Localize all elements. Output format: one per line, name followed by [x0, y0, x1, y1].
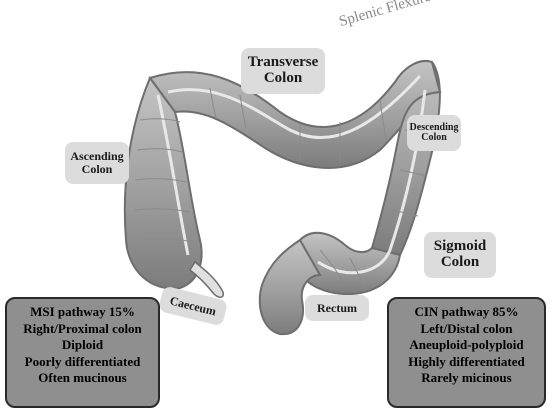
sigmoid-colon-label: Sigmoid Colon — [424, 232, 496, 278]
caecum-appendix-shape — [188, 260, 225, 298]
taenia-line-1 — [156, 94, 190, 256]
cin-pathway-box: CIN pathway 85% Left/Distal colon Aneupl… — [387, 297, 546, 408]
rectum-shape — [258, 238, 322, 336]
ascending-colon-label: Ascending Colon — [65, 142, 129, 184]
cin-line-2: Left/Distal colon — [420, 320, 513, 336]
msi-line-3: Diploid — [61, 337, 104, 352]
msi-line-1: MSI pathway 15% — [30, 304, 135, 319]
ascending-colon-label-line2: Colon — [81, 162, 113, 176]
cin-line-3: Aneuploid-polyploid — [409, 337, 524, 352]
sigmoid-colon-label-line1: Sigmoid — [433, 238, 487, 255]
descending-colon-label-line2: Colon — [421, 132, 447, 143]
taenia-line-2 — [167, 74, 422, 140]
sigmoid-colon-label-line2: Colon — [440, 254, 480, 270]
ascending-colon-label-line1: Ascending — [70, 149, 124, 164]
msi-line-4: Poorly differentiated — [24, 353, 141, 369]
transverse-colon-label: Transverse Colon — [241, 48, 325, 94]
msi-line-2: Right/Proximal colon — [23, 320, 142, 336]
cin-line-4: Highly differentiated — [408, 353, 525, 369]
rectum-label-text: Rectum — [317, 300, 357, 315]
cin-line-5: Rarely micinous — [421, 370, 512, 385]
descending-colon-label-line1: Descending — [409, 121, 459, 133]
descending-colon-label: Descending Colon — [407, 115, 461, 151]
msi-pathway-box: MSI pathway 15% Right/Proximal colon Dip… — [5, 297, 160, 408]
transverse-colon-label-line2: Colon — [263, 70, 303, 86]
caeceum-label-text: Caeceum — [168, 293, 218, 319]
rectum-label: Rectum — [305, 295, 369, 321]
msi-line-5: Often mucinous — [38, 370, 127, 385]
cin-line-1: CIN pathway 85% — [414, 304, 519, 319]
transverse-colon-label-line1: Transverse — [247, 54, 319, 71]
